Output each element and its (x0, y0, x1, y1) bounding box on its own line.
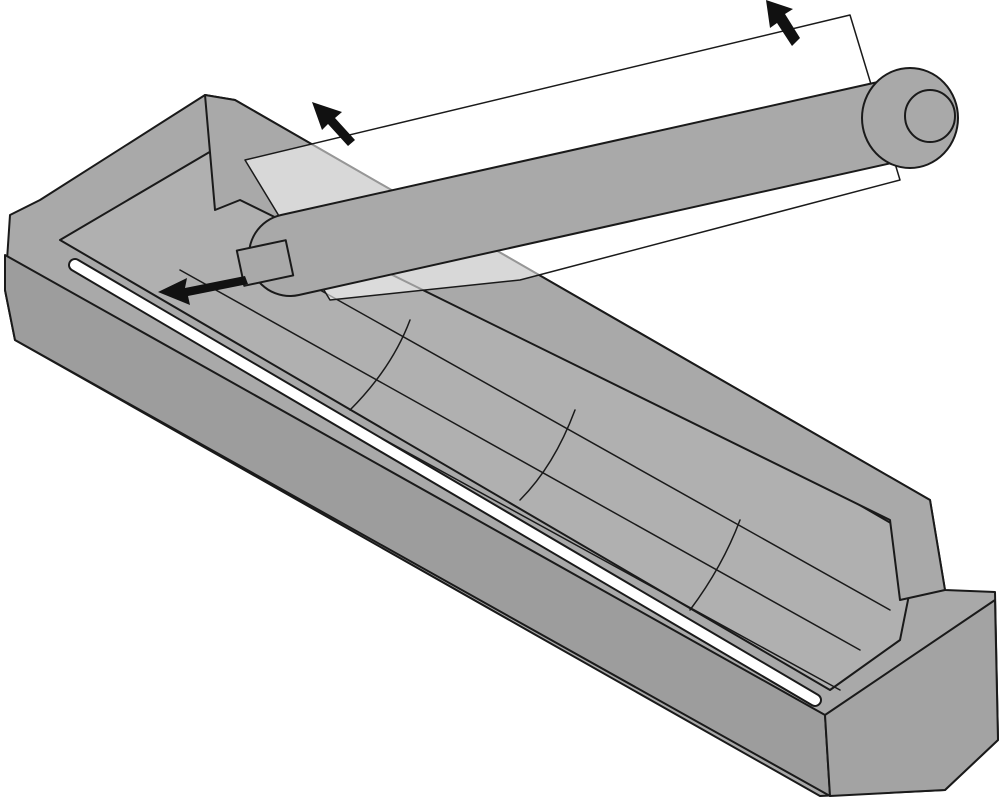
roller (250, 78, 945, 295)
tray-end-wall (824, 599, 999, 797)
arrow-up-right-icon (766, 0, 800, 46)
arrow-left-icon (158, 276, 248, 305)
arrow-up-left-icon (312, 102, 355, 146)
roller-hub (904, 89, 956, 143)
tray-front-wall (4, 254, 831, 797)
white-rod (70, 260, 820, 705)
floor-ribs (129, 269, 891, 691)
roller-shaft (235, 239, 295, 287)
